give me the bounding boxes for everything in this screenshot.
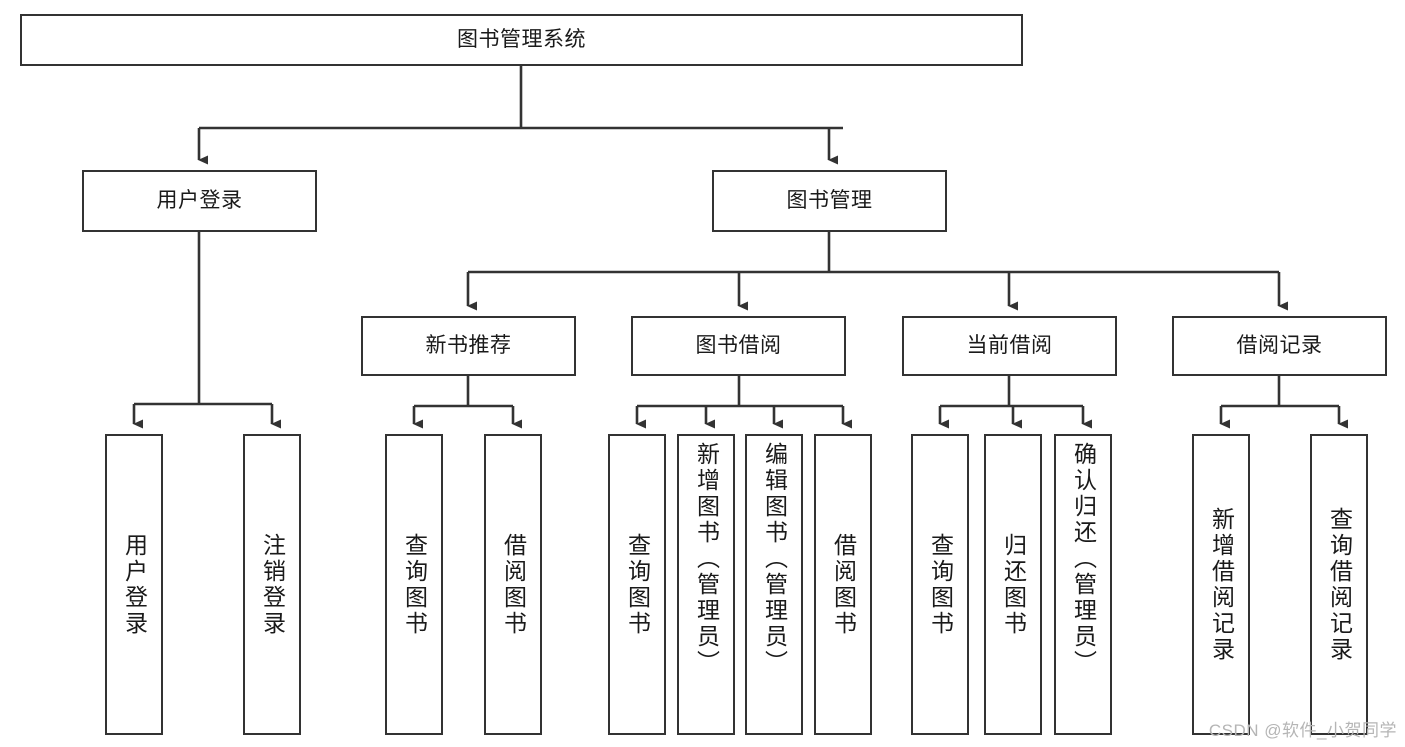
node-leaf-borrow-book-2[interactable]: 借阅图书 xyxy=(814,434,872,735)
node-leaf-query-book-3[interactable]: 查询图书 xyxy=(911,434,969,735)
node-label-book-manage: 图书管理 xyxy=(786,189,873,213)
node-leaf-borrow-book-1[interactable]: 借阅图书 xyxy=(484,434,542,735)
node-label-leaf-borrow-book-1: 借阅图书 xyxy=(500,532,527,637)
node-book-manage[interactable]: 图书管理 xyxy=(712,170,947,232)
node-label-borrow-record: 借阅记录 xyxy=(1236,334,1323,358)
node-user-login[interactable]: 用户登录 xyxy=(82,170,317,232)
connector-group-borrow-record xyxy=(1219,376,1348,429)
node-leaf-add-book[interactable]: 新增图书（管理员） xyxy=(677,434,735,735)
node-leaf-query-book-1[interactable]: 查询图书 xyxy=(385,434,443,735)
node-label-leaf-confirm-return: 确认归还（管理员） xyxy=(1070,442,1097,676)
node-borrow-record[interactable]: 借阅记录 xyxy=(1172,316,1387,376)
connector-group-current-borrow xyxy=(938,376,1092,429)
node-label-leaf-add-book: 新增图书（管理员） xyxy=(693,442,720,676)
node-label-root: 图书管理系统 xyxy=(457,28,586,52)
node-leaf-user-logout[interactable]: 注销登录 xyxy=(243,434,301,735)
node-leaf-confirm-return[interactable]: 确认归还（管理员） xyxy=(1054,434,1112,735)
node-label-leaf-add-record: 新增借阅记录 xyxy=(1208,506,1235,663)
node-label-leaf-borrow-book-2: 借阅图书 xyxy=(830,532,857,637)
node-leaf-user-login[interactable]: 用户登录 xyxy=(105,434,163,735)
node-label-leaf-query-book-1: 查询图书 xyxy=(401,532,428,637)
node-label-leaf-return-book: 归还图书 xyxy=(1000,532,1027,637)
node-label-user-login: 用户登录 xyxy=(156,189,243,213)
node-leaf-return-book[interactable]: 归还图书 xyxy=(984,434,1042,735)
connector-group-book-manage xyxy=(466,232,1288,311)
node-new-book-recommend[interactable]: 新书推荐 xyxy=(361,316,576,376)
node-label-new-book-recommend: 新书推荐 xyxy=(425,334,512,358)
connector-group-new-book-recommend xyxy=(412,376,522,429)
node-label-leaf-query-book-3: 查询图书 xyxy=(927,532,954,637)
node-label-leaf-edit-book: 编辑图书（管理员） xyxy=(761,442,788,676)
node-leaf-add-record[interactable]: 新增借阅记录 xyxy=(1192,434,1250,735)
connector-group-book-borrow xyxy=(635,376,852,429)
node-leaf-query-record[interactable]: 查询借阅记录 xyxy=(1310,434,1368,735)
node-book-borrow[interactable]: 图书借阅 xyxy=(631,316,846,376)
connector-group-user-login xyxy=(132,232,281,429)
node-root[interactable]: 图书管理系统 xyxy=(20,14,1023,66)
node-label-leaf-user-logout: 注销登录 xyxy=(259,532,286,637)
node-label-leaf-user-login: 用户登录 xyxy=(121,532,148,637)
node-leaf-query-book-2[interactable]: 查询图书 xyxy=(608,434,666,735)
node-current-borrow[interactable]: 当前借阅 xyxy=(902,316,1117,376)
node-label-current-borrow: 当前借阅 xyxy=(966,334,1053,358)
connector-group-root xyxy=(197,66,843,165)
node-label-leaf-query-book-2: 查询图书 xyxy=(624,532,651,637)
node-label-book-borrow: 图书借阅 xyxy=(695,334,782,358)
node-leaf-edit-book[interactable]: 编辑图书（管理员） xyxy=(745,434,803,735)
node-label-leaf-query-record: 查询借阅记录 xyxy=(1326,506,1353,663)
